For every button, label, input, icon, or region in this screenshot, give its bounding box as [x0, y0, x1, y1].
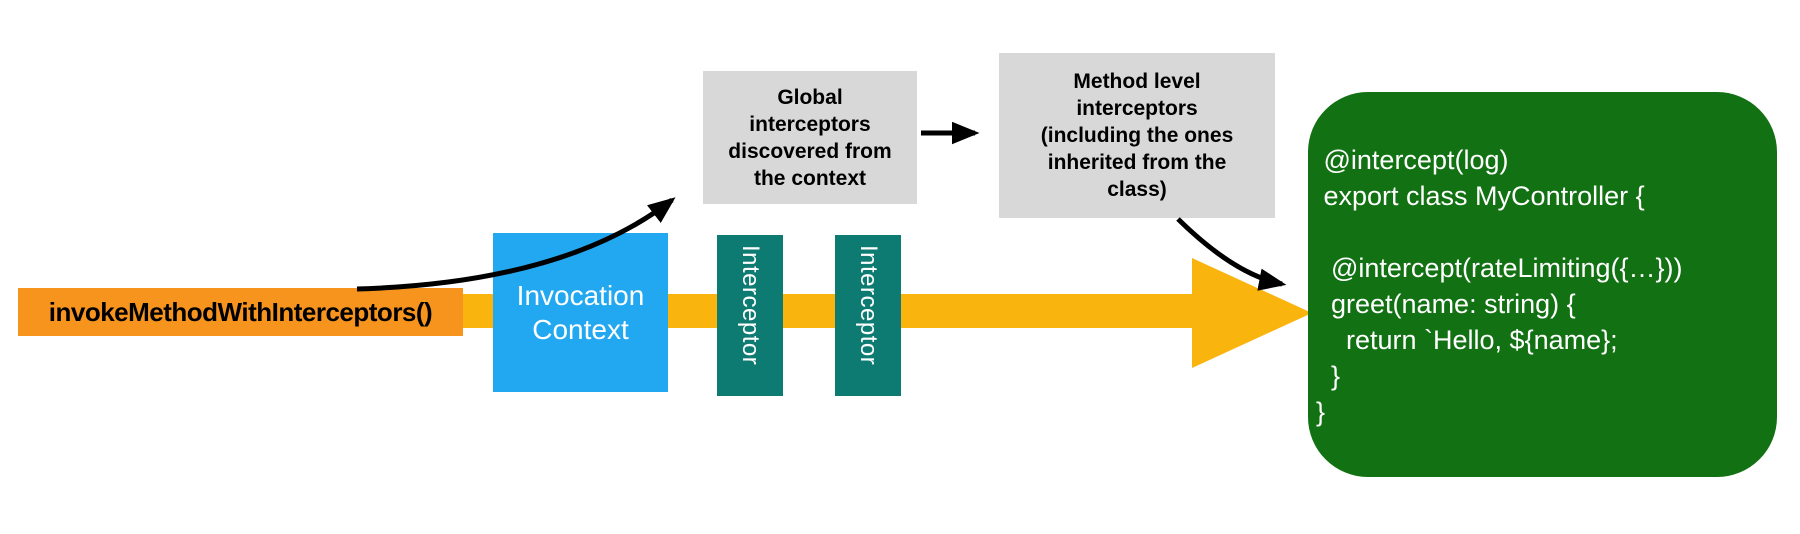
invoke-method-label: invokeMethodWithInterceptors() — [48, 296, 433, 327]
interceptor-1-label: Interceptor — [737, 245, 764, 366]
global-interceptors-text: Global interceptors discovered from the … — [728, 85, 892, 190]
controller-code: @intercept(log) export class MyControlle… — [1316, 145, 1683, 427]
method-interceptors-note: Method level interceptors (including the… — [999, 53, 1275, 218]
invocation-context-box: Invocation Context — [493, 233, 668, 392]
global-interceptors-note: Global interceptors discovered from the … — [703, 71, 917, 204]
interceptor-2-label: Interceptor — [855, 245, 882, 366]
invocation-context-label: Invocation Context — [516, 279, 645, 345]
invoke-method-box: invokeMethodWithInterceptors() — [18, 288, 463, 336]
controller-code-box: @intercept(log) export class MyControlle… — [1308, 92, 1777, 477]
interceptor-box-1: Interceptor — [717, 235, 783, 396]
method-interceptors-text: Method level interceptors (including the… — [1040, 70, 1234, 201]
interceptor-box-2: Interceptor — [835, 235, 901, 396]
